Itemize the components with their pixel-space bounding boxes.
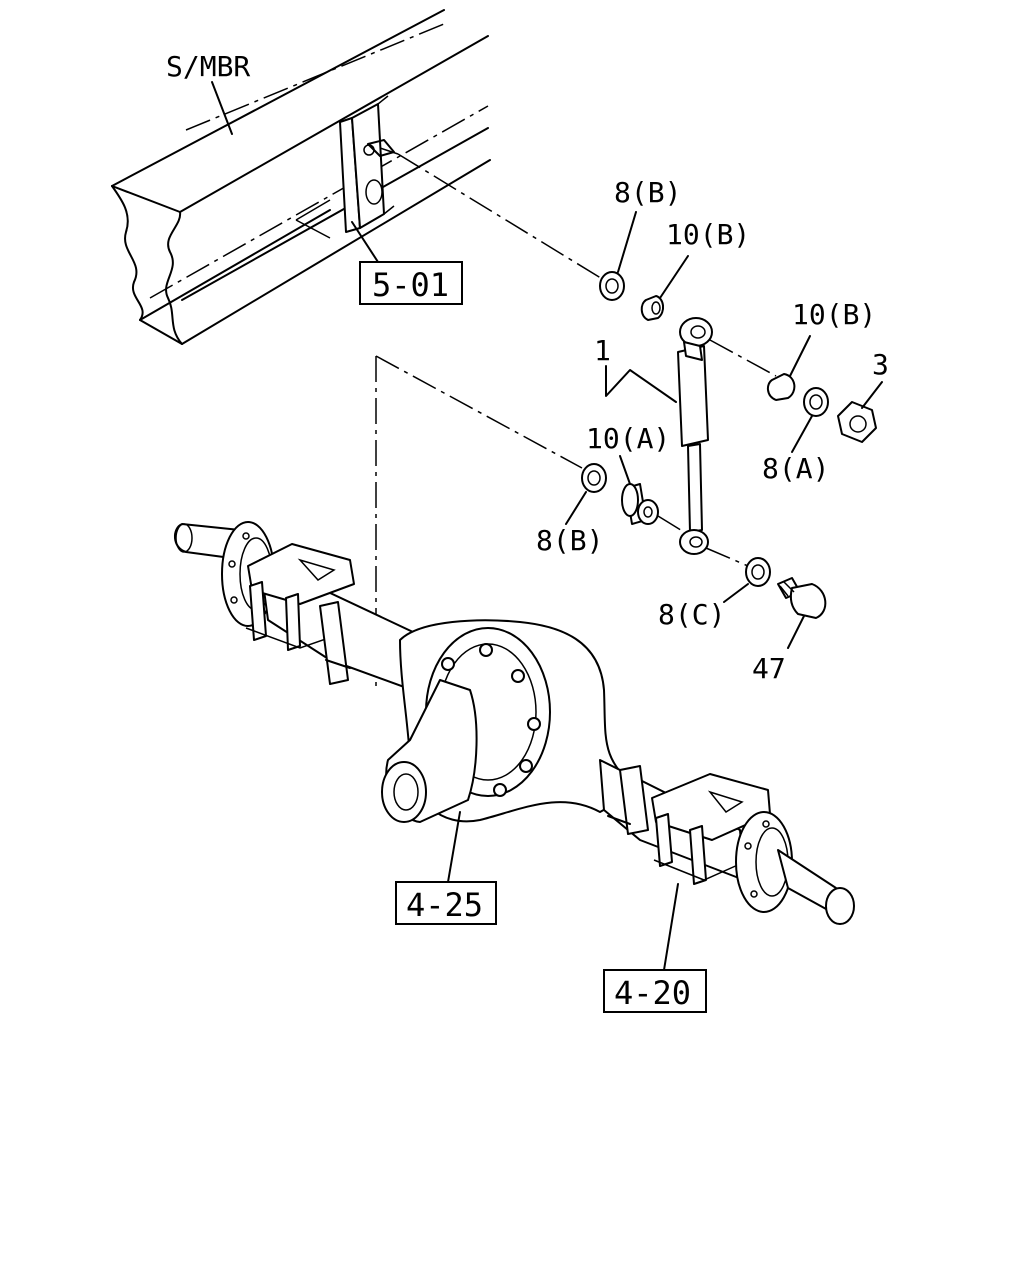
leader-10b-top — [659, 255, 689, 299]
label-3: 3 — [872, 348, 889, 381]
lower-eye-centerline-left — [657, 515, 685, 533]
leader-10a — [619, 455, 631, 485]
ref-4-20-label: 4-20 — [614, 974, 691, 1012]
label-8a: 8(A) — [762, 452, 829, 485]
ref-box-5-01[interactable]: 5-01 — [351, 221, 463, 305]
label-8b-top: 8(B) — [614, 176, 681, 209]
leader-47 — [787, 615, 805, 649]
bolt-47 — [777, 577, 827, 619]
label-8c: 8(C) — [658, 598, 725, 631]
lower-eye-centerline-right — [705, 547, 749, 567]
label-10b-right: 10(B) — [792, 298, 876, 331]
label-10b-top: 10(B) — [666, 218, 750, 251]
upper-mount-centerline — [397, 153, 605, 281]
label-8b-lower: 8(B) — [536, 524, 603, 557]
ref-4-25-label: 4-25 — [406, 886, 483, 924]
shock-absorber — [677, 317, 713, 555]
lower-mount-centerline — [375, 355, 583, 469]
label-47: 47 — [752, 652, 786, 685]
frame-bracket — [339, 95, 399, 233]
rear-axle — [174, 521, 855, 925]
label-10a: 10(A) — [586, 422, 670, 455]
smbr-leader — [211, 81, 233, 135]
bushing-10a — [621, 483, 659, 525]
washer-8a — [803, 387, 829, 417]
ref-box-4-20[interactable]: 4-20 — [603, 883, 707, 1013]
upper-eye-centerline — [709, 339, 777, 377]
leader-8b-top — [617, 211, 637, 273]
leader-10b-right — [789, 335, 811, 377]
leader-1 — [605, 365, 677, 403]
leader-3 — [861, 381, 883, 409]
label-1: 1 — [594, 334, 611, 367]
washer-8c — [745, 557, 771, 587]
washer-8b-lower — [581, 463, 607, 493]
frame-side-member — [111, 9, 491, 345]
washer-8b-top — [599, 271, 625, 301]
nut-3 — [837, 401, 877, 443]
bushing-10b-top — [640, 295, 664, 321]
bushing-10b-right — [766, 373, 796, 401]
ref-5-01-label: 5-01 — [372, 266, 449, 304]
leader-8c — [723, 583, 749, 603]
leader-8b-lower — [565, 491, 587, 525]
leader-8a — [791, 415, 813, 453]
smbr-label: S/MBR — [166, 50, 250, 83]
ref-box-4-25[interactable]: 4-25 — [395, 811, 497, 925]
